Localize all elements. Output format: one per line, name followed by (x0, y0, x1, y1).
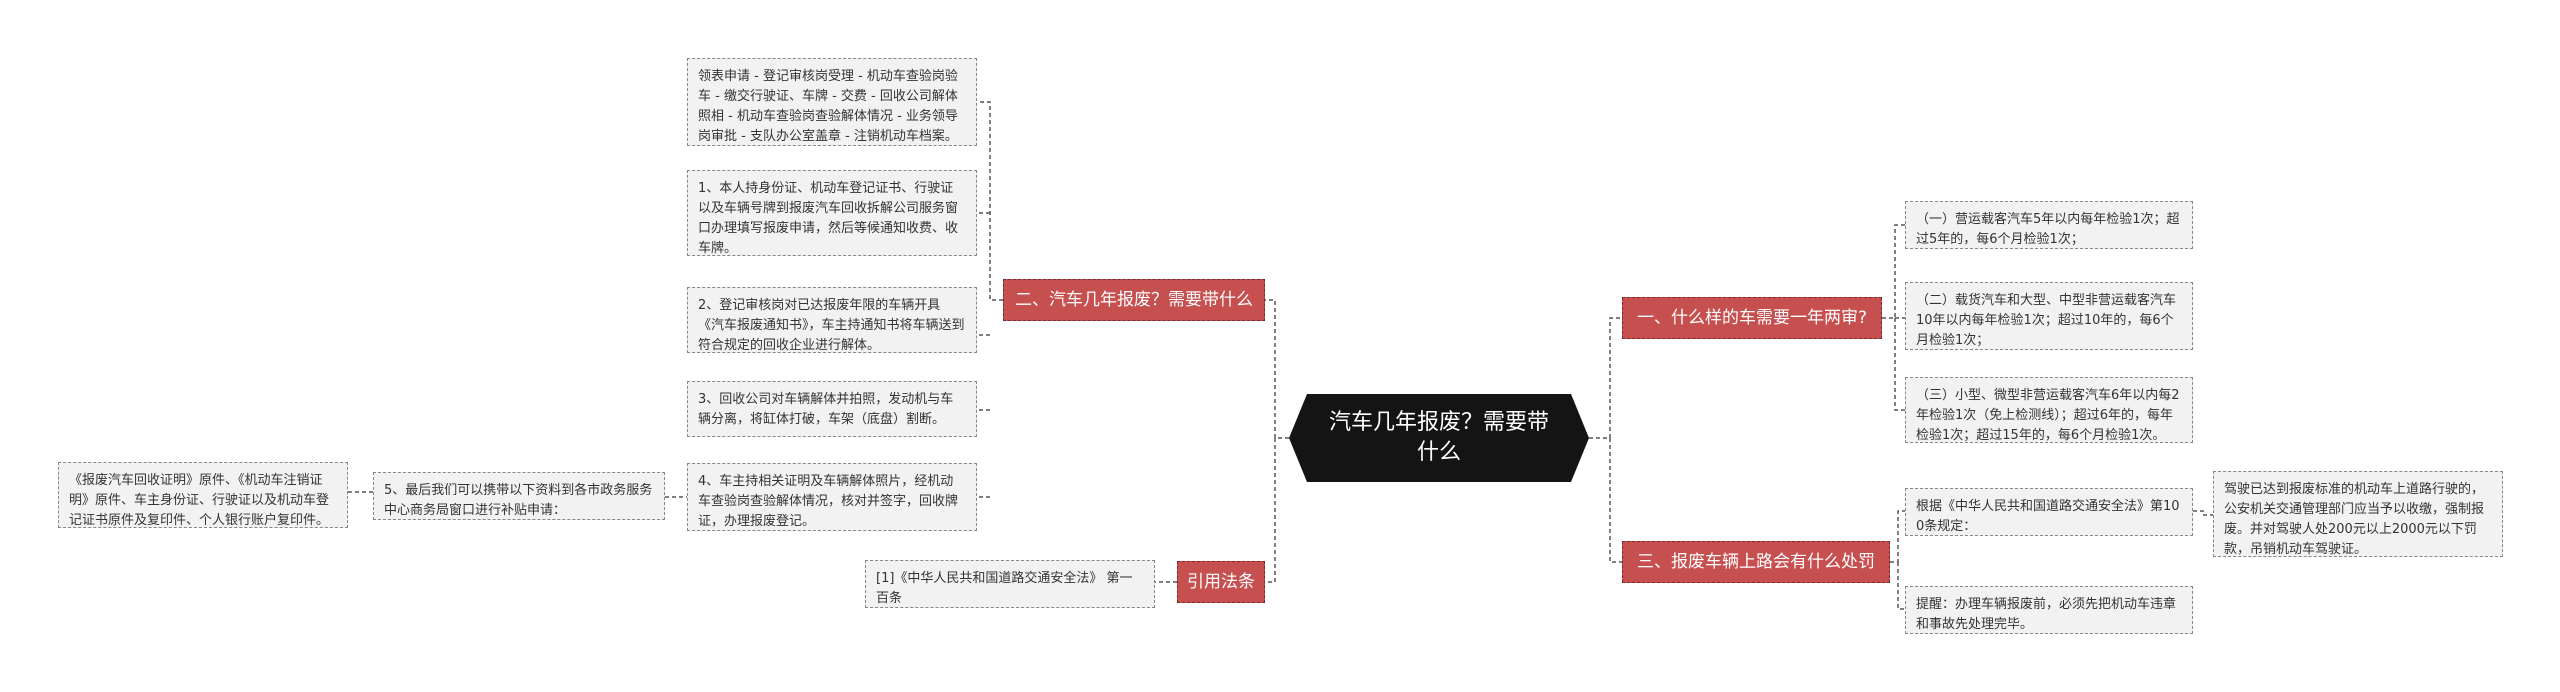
branch-scrap-years[interactable]: 二、汽车几年报废？需要带什么 (1003, 279, 1265, 321)
connector-left1-items (977, 101, 1003, 498)
branch-label: 三、报废车辆上路会有什么处罚 (1637, 552, 1875, 572)
list-item-procedure[interactable]: 领表申请 - 登记审核岗受理 - 机动车查验岗验车 - 缴交行驶证、车牌 - 交… (687, 58, 977, 146)
connector-root-left-1 (1265, 299, 1289, 439)
list-item-inspection-1[interactable]: （一）营运载客汽车5年以内每年检验1次；超过5年的，每6个月检验1次； (1905, 201, 2193, 249)
list-item-step-5[interactable]: 5、最后我们可以携带以下资料到各市政务服务中心商务局窗口进行补贴申请： (373, 472, 665, 520)
list-item-step-2[interactable]: 2、登记审核岗对已达报废年限的车辆开具《汽车报废通知书》，车主持通知书将车辆送到… (687, 287, 977, 353)
connector-right2-items (1890, 510, 1905, 610)
list-item-step-3[interactable]: 3、回收公司对车辆解体并拍照，发动机与车辆分离，将缸体打破，车架（底盘）割断。 (687, 381, 977, 437)
connector-root-right-1 (1589, 317, 1622, 439)
list-item-inspection-3[interactable]: （三）小型、微型非营运载客汽车6年以内每2年检验1次（免上检测线）；超过6年的，… (1905, 377, 2193, 443)
connector-root-right-2 (1609, 438, 1622, 563)
branch-label: 一、什么样的车需要一年两审? (1636, 308, 1868, 328)
root-node[interactable]: 汽车几年报废？需要带什么 (1289, 394, 1589, 482)
branch-twice-yearly-inspection[interactable]: 一、什么样的车需要一年两审? (1622, 297, 1882, 339)
branch-road-penalty[interactable]: 三、报废车辆上路会有什么处罚 (1622, 541, 1890, 583)
list-item-step-4[interactable]: 4、车主持相关证明及车辆解体照片，经机动车查验岗查验解体情况，核对并签字，回收牌… (687, 463, 977, 531)
root-title: 汽车几年报废？需要带什么 (1328, 410, 1549, 465)
connector-root-left-2 (1265, 438, 1276, 583)
branch-label: 引用法条 (1187, 572, 1255, 592)
connector-right1-items (1882, 224, 1905, 411)
list-item-required-documents[interactable]: 《报废汽车回收证明》原件、《机动车注销证明》原件、车主身份证、行驶证以及机动车登… (58, 462, 348, 528)
list-item-reminder[interactable]: 提醒：办理车辆报废前，必须先把机动车违章和事故先处理完毕。 (1905, 586, 2193, 634)
branch-label: 二、汽车几年报废？需要带什么 (1015, 290, 1253, 310)
list-item-step-1[interactable]: 1、本人持身份证、机动车登记证书、行驶证以及车辆号牌到报废汽车回收拆解公司服务窗… (687, 170, 977, 256)
list-item-penalty-detail[interactable]: 驾驶已达到报废标准的机动车上道路行驶的，公安机关交通管理部门应当予以收缴，强制报… (2213, 471, 2503, 557)
connector-right2-sub (2193, 510, 2213, 516)
branch-legal-reference[interactable]: 引用法条 (1177, 561, 1265, 603)
list-item-law-citation[interactable]: [1]《中华人民共和国道路交通安全法》 第一百条 (865, 560, 1155, 608)
list-item-law-article[interactable]: 根据《中华人民共和国道路交通安全法》第100条规定： (1905, 488, 2193, 536)
list-item-inspection-2[interactable]: （二）载货汽车和大型、中型非营运载客汽车10年以内每年检验1次；超过10年的，每… (1905, 282, 2193, 350)
